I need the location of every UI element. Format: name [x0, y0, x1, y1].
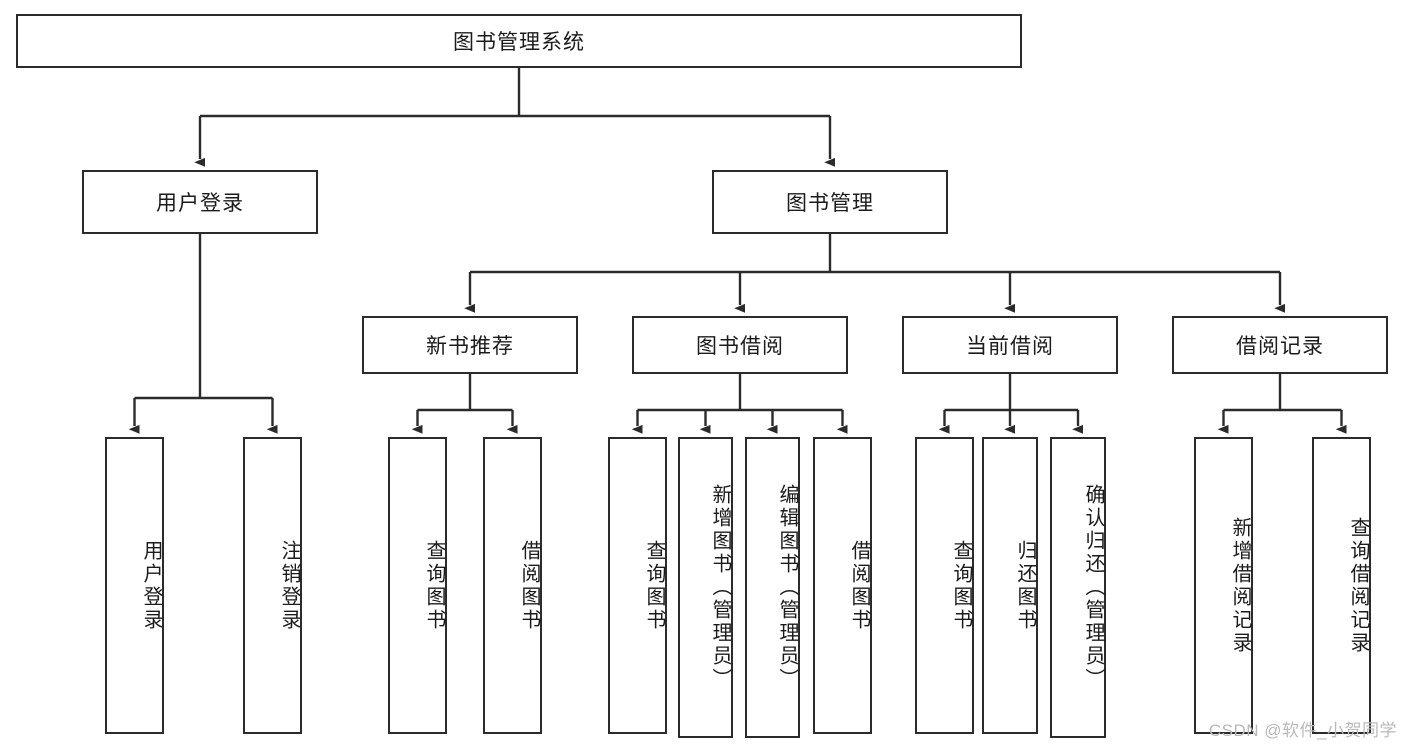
leaf-node-查询图书-4[interactable]: 查询图书: [608, 437, 667, 734]
node-label: 用户登录: [156, 192, 244, 215]
node-label: 编辑图书（管理员）: [776, 484, 798, 691]
level3-node-图书借阅-1[interactable]: 图书借阅: [632, 316, 848, 374]
leaf-node-编辑图书管理员-6[interactable]: 编辑图书（管理员）: [745, 437, 800, 738]
node-label: 图书借阅: [696, 335, 784, 358]
leaf-node-注销登录-1[interactable]: 注销登录: [243, 437, 302, 734]
node-label: 图书管理: [786, 192, 874, 215]
node-label: 当前借阅: [966, 335, 1054, 358]
node-label: 确认归还（管理员）: [1082, 484, 1104, 691]
level3-node-借阅记录-3[interactable]: 借阅记录: [1172, 316, 1388, 374]
root-node-图书管理系统-0[interactable]: 图书管理系统: [16, 14, 1022, 68]
leaf-node-确认归还管理员-10[interactable]: 确认归还（管理员）: [1050, 437, 1106, 738]
leaf-node-用户登录-0[interactable]: 用户登录: [105, 437, 164, 734]
node-label: 图书管理系统: [453, 31, 585, 54]
leaf-node-新增借阅记录-11[interactable]: 新增借阅记录: [1194, 437, 1253, 734]
level3-node-当前借阅-2[interactable]: 当前借阅: [902, 316, 1118, 374]
leaf-node-借阅图书-3[interactable]: 借阅图书: [483, 437, 542, 734]
leaf-node-新增图书管理员-5[interactable]: 新增图书（管理员）: [678, 437, 733, 738]
node-label: 查询图书: [643, 539, 665, 632]
node-label: 查询图书: [423, 539, 445, 632]
leaf-node-查询图书-8[interactable]: 查询图书: [915, 437, 974, 734]
node-label: 用户登录: [140, 539, 162, 632]
node-label: 借阅图书: [848, 539, 870, 632]
node-label: 查询借阅记录: [1347, 516, 1369, 655]
node-label: 归还图书: [1014, 539, 1036, 632]
node-label: 注销登录: [278, 539, 300, 632]
node-label: 查询图书: [950, 539, 972, 632]
watermark-text: CSDN @软件_小贺同学: [1208, 721, 1397, 740]
node-label: 借阅图书: [518, 539, 540, 632]
level2-node-用户登录-0[interactable]: 用户登录: [82, 170, 318, 234]
leaf-node-借阅图书-7[interactable]: 借阅图书: [813, 437, 872, 734]
level3-node-新书推荐-0[interactable]: 新书推荐: [362, 316, 578, 374]
node-label: 新书推荐: [426, 335, 514, 358]
level2-node-图书管理-1[interactable]: 图书管理: [712, 170, 948, 234]
node-label: 借阅记录: [1236, 335, 1324, 358]
leaf-node-归还图书-9[interactable]: 归还图书: [982, 437, 1038, 734]
node-label: 新增借阅记录: [1229, 516, 1251, 655]
leaf-node-查询图书-2[interactable]: 查询图书: [388, 437, 447, 734]
node-label: 新增图书（管理员）: [709, 484, 731, 691]
leaf-node-查询借阅记录-12[interactable]: 查询借阅记录: [1312, 437, 1371, 734]
